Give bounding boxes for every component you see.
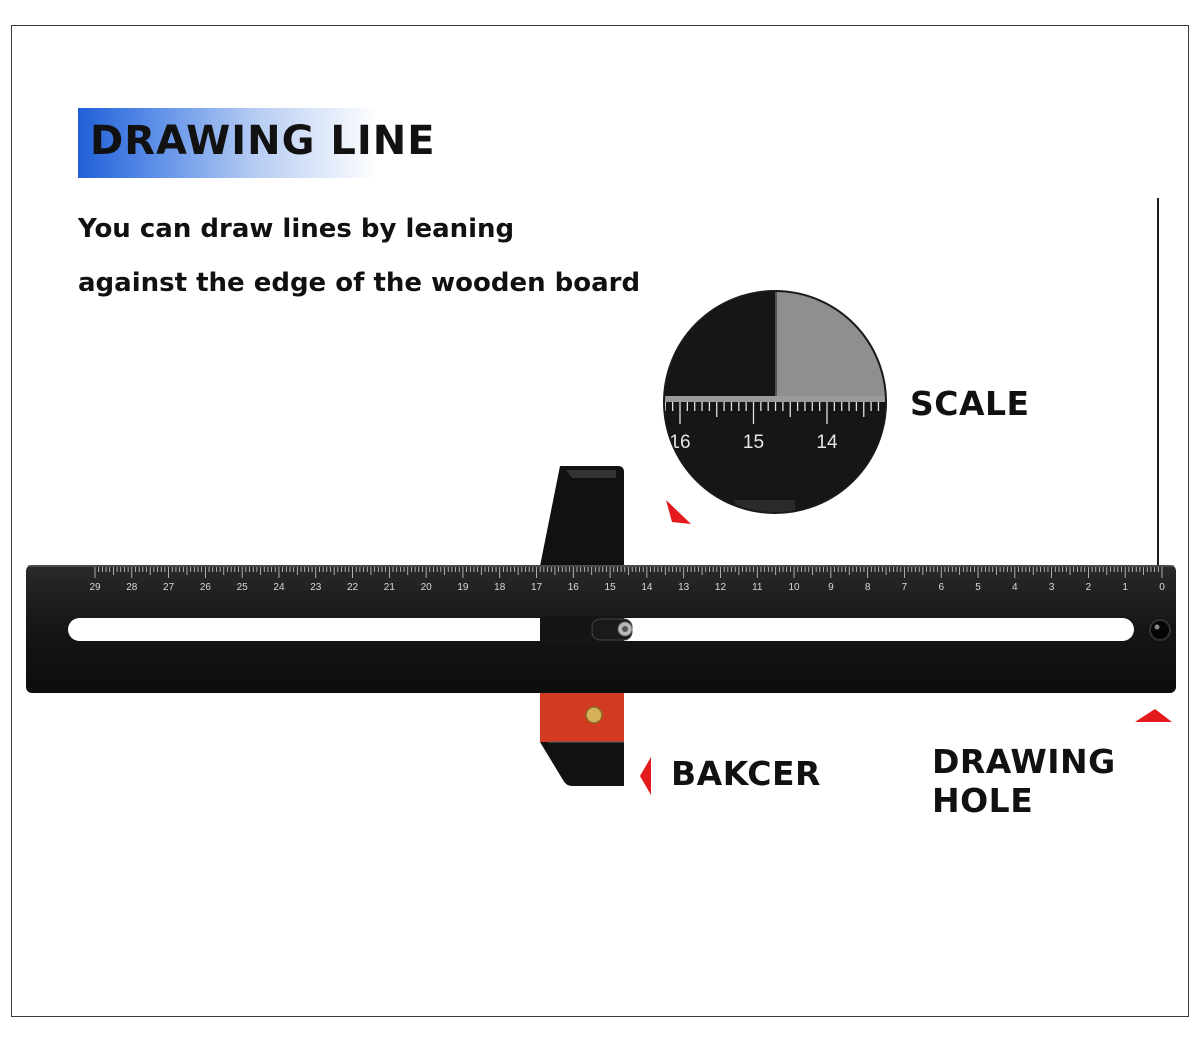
ruler-tick-label: 8 [865,582,871,593]
magnifier-tick-label: 15 [743,432,764,453]
backer-pointer-icon [640,757,651,795]
ruler-tick-label: 25 [237,582,249,593]
ruler-tick-label: 13 [678,582,690,593]
backer-label: BAKCER [671,754,821,793]
ruler-tick-label: 2 [1086,582,1092,593]
image-frame [11,25,1189,1017]
ruler-tick-label: 21 [384,582,396,593]
ruler-tick-marks [94,567,1163,578]
ruler-tick-label: 10 [789,582,801,593]
ruler-tick-label: 28 [126,582,138,593]
ruler-tick-label: 12 [715,582,727,593]
ruler-tick-label: 22 [347,582,359,593]
description-line-1: You can draw lines by leaning [78,214,515,244]
scale-pointer-icon [666,500,691,524]
ruler-tick-label: 5 [975,582,981,593]
ruler-tick-label: 27 [163,582,175,593]
ruler-tick-label: 29 [89,582,101,593]
backer-screw-icon [585,706,603,724]
ruler-tick-label: 4 [1012,582,1018,593]
backer-fin-highlight [566,470,616,478]
drawing-hole-label: DRAWING HOLE [932,742,1116,820]
ruler-tick-label: 23 [310,582,322,593]
ruler-tick-label: 20 [421,582,433,593]
backer-upper-fin [540,466,624,566]
ruler-tick-label: 7 [902,582,908,593]
section-title: DRAWING LINE [90,118,436,164]
backer-red-block [540,693,624,742]
pencil-tip-center [622,626,628,632]
ruler-tick-label: 14 [641,582,653,593]
ruler-tick-label: 19 [457,582,469,593]
ruler-tick-label: 9 [828,582,834,593]
drawing-hole [1149,619,1171,641]
ruler-tick-label: 16 [568,582,580,593]
scale-label: SCALE [910,384,1030,423]
title-highlight-band [78,108,378,178]
drawing-hole-glint [1154,624,1160,630]
magnifier-board-edge [776,291,886,396]
ruler-tick-label: 15 [605,582,617,593]
drawing-hole-pointer-icon [1135,709,1172,722]
ruler-tick-label: 24 [273,582,285,593]
ruler-tick-label: 6 [938,582,944,593]
ruler-tick-label: 26 [200,582,212,593]
ruler-tick-label: 18 [494,582,506,593]
description-line-2: against the edge of the wooden board [78,268,641,298]
magnifier-tick-label: 14 [816,432,838,453]
backer-lower-foot [540,742,624,786]
ruler-tick-label: 17 [531,582,543,593]
ruler-tick-label: 1 [1122,582,1128,593]
ruler-tick-label: 3 [1049,582,1055,593]
ruler-tick-label: 0 [1159,582,1165,593]
magnifier-border [663,290,887,514]
ruler-tick-label: 11 [752,582,763,593]
